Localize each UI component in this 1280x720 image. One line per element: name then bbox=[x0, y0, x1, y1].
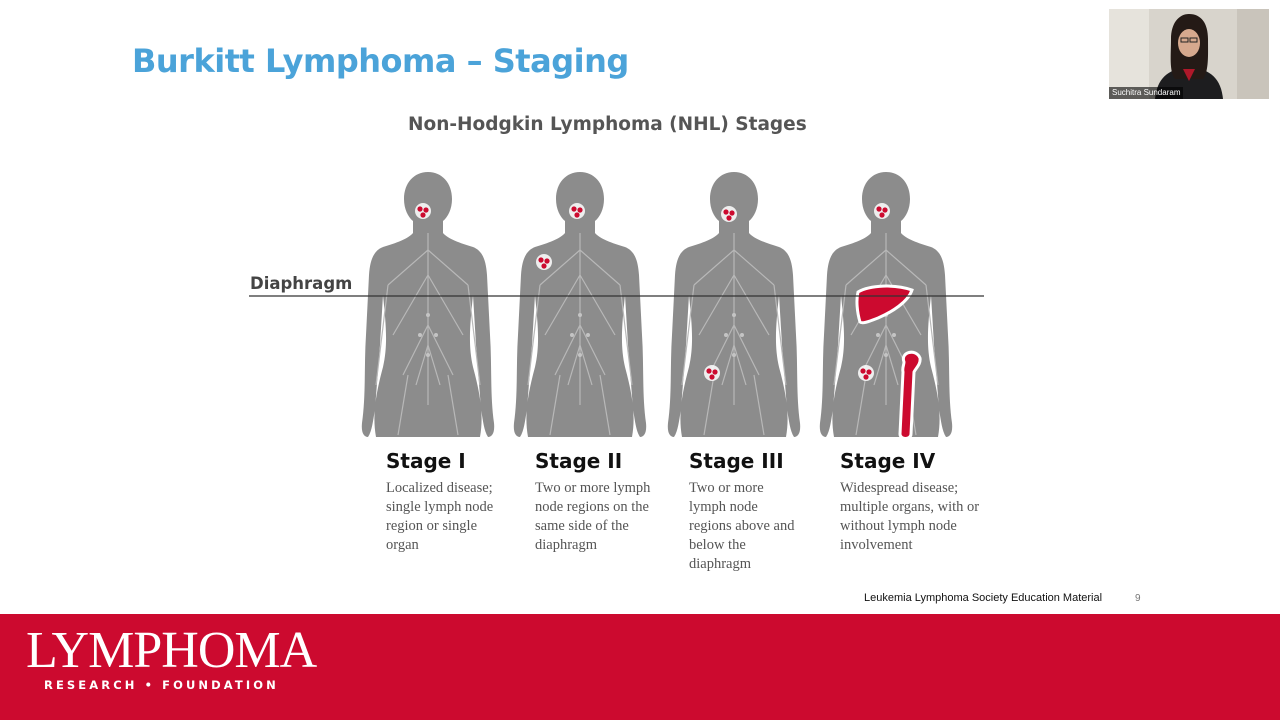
footer-bar bbox=[0, 614, 1280, 720]
page-number: 9 bbox=[1135, 593, 1141, 604]
stage-4-description: Widespread disease; multiple organs, wit… bbox=[840, 480, 980, 553]
lymph-node-cluster bbox=[858, 365, 874, 381]
figure-title: Non-Hodgkin Lymphoma (NHL) Stages bbox=[408, 114, 807, 135]
logo-subtext: RESEARCH • FOUNDATION bbox=[44, 678, 279, 692]
lymph-node-cluster bbox=[721, 206, 737, 222]
lymph-node-cluster bbox=[536, 254, 552, 270]
participant-name-label: Suchitra Sundaram bbox=[1109, 87, 1184, 99]
lymph-node-cluster bbox=[569, 203, 585, 219]
stage-2-title: Stage II bbox=[535, 449, 623, 473]
lymph-node-cluster bbox=[874, 203, 890, 219]
participant-video-tile[interactable]: Suchitra Sundaram bbox=[1109, 9, 1269, 99]
stage-1-description: Localized disease; single lymph node reg… bbox=[386, 480, 494, 553]
participant-avatar bbox=[1109, 9, 1269, 99]
diaphragm-label: Diaphragm bbox=[250, 274, 353, 293]
stage-1-title: Stage I bbox=[386, 449, 466, 473]
stage-4-title: Stage IV bbox=[840, 449, 936, 473]
slide-title: Burkitt Lymphoma – Staging bbox=[132, 42, 629, 80]
lymph-node-cluster bbox=[704, 365, 720, 381]
stage-3-title: Stage III bbox=[689, 449, 784, 473]
stage-3-description: Two or more lymph node regions above and… bbox=[689, 480, 795, 572]
source-credit: Leukemia Lymphoma Society Education Mate… bbox=[864, 592, 1103, 604]
bone-icon bbox=[898, 350, 922, 440]
liver-icon bbox=[855, 284, 914, 325]
stage-2-description: Two or more lymph node regions on the sa… bbox=[535, 480, 651, 553]
lymph-node-cluster bbox=[415, 203, 431, 219]
logo-wordmark: LYMPHOMA bbox=[26, 622, 317, 679]
